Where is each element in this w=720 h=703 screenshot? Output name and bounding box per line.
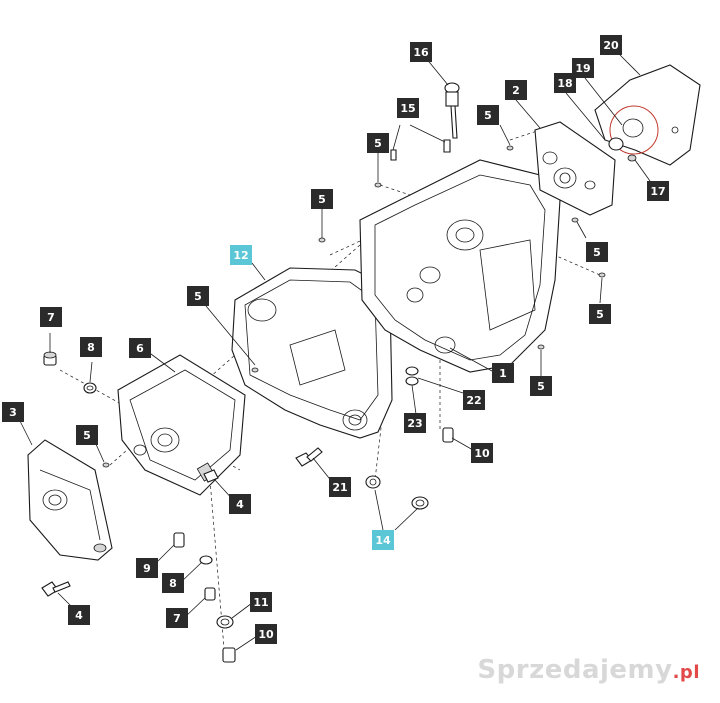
o-ring-23-part [405,376,419,386]
dowel-part [571,217,579,223]
part-label-10: 10 [255,624,277,644]
part-label-14: 14 [372,530,394,550]
dipstick-part [444,82,460,139]
part-label-3: 3 [2,402,24,422]
highlight-circle [609,105,659,155]
washer-11-part [216,615,234,629]
part-label-6: 6 [129,338,151,358]
dowel-part [102,462,110,468]
plug-part [627,154,637,162]
part-label-8: 8 [162,573,184,593]
part-label-5: 5 [589,304,611,324]
intermediate-housing-part [117,354,246,496]
part-label-2: 2 [505,80,527,100]
bolt-21-part [295,447,323,467]
part-label-1: 1 [492,363,514,383]
part-label-15: 15 [397,98,419,118]
part-label-11: 11 [250,592,272,612]
bolt-4-part [41,581,71,597]
watermark: Sprzedajemy.pl [477,655,700,685]
part-label-5: 5 [76,425,98,445]
dowel-part [506,145,514,151]
part-label-21: 21 [329,477,351,497]
middle-housing-part [231,267,393,439]
plug-10-part [442,427,454,443]
axis-line [209,479,226,661]
pin-part [443,139,451,153]
part-label-5: 5 [530,376,552,396]
watermark-suffix: .pl [672,662,700,683]
dowel-part [251,367,259,373]
part-label-22: 22 [463,390,485,410]
o-ring-22-part [405,366,419,376]
part-label-5: 5 [311,189,333,209]
main-housing-part [359,159,561,373]
part-label-5: 5 [477,105,499,125]
axis-line [374,349,391,481]
dowel-part [374,182,382,188]
part-label-17: 17 [647,181,669,201]
seal-14b-part [411,496,429,510]
washer-8-part [199,555,213,565]
plug-7-part [43,351,57,366]
part-label-9: 9 [136,558,158,578]
part-label-10: 10 [471,443,493,463]
axis-line [379,184,411,196]
part-label-4: 4 [68,605,90,625]
washer-part [83,382,97,394]
part-label-4: 4 [229,494,251,514]
part-label-18: 18 [554,73,576,93]
plug-10-lower-part [222,647,236,663]
part-label-12: 12 [230,245,252,265]
end-cover-part [27,439,113,561]
side-cover-part [534,121,616,216]
bolt-4b-part [203,469,219,483]
part-label-5: 5 [187,286,209,306]
part-label-23: 23 [404,413,426,433]
dowel-part [598,272,606,278]
watermark-text: Sprzedajemy [477,655,673,685]
part-label-7: 7 [40,307,62,327]
plug-7-lower-part [204,587,216,601]
part-label-20: 20 [600,35,622,55]
leader-lines [19,51,651,651]
part-label-7: 7 [166,608,188,628]
part-label-8: 8 [80,337,102,357]
seal-14a-part [365,475,381,489]
part-label-5: 5 [367,133,389,153]
plug-9-part [173,532,185,548]
pin-part [390,149,397,161]
part-label-5: 5 [586,242,608,262]
seal-ring-part [608,137,624,151]
part-label-16: 16 [410,42,432,62]
dowel-part [318,237,326,243]
dowel-part [537,344,545,350]
part-label-19: 19 [572,58,594,78]
